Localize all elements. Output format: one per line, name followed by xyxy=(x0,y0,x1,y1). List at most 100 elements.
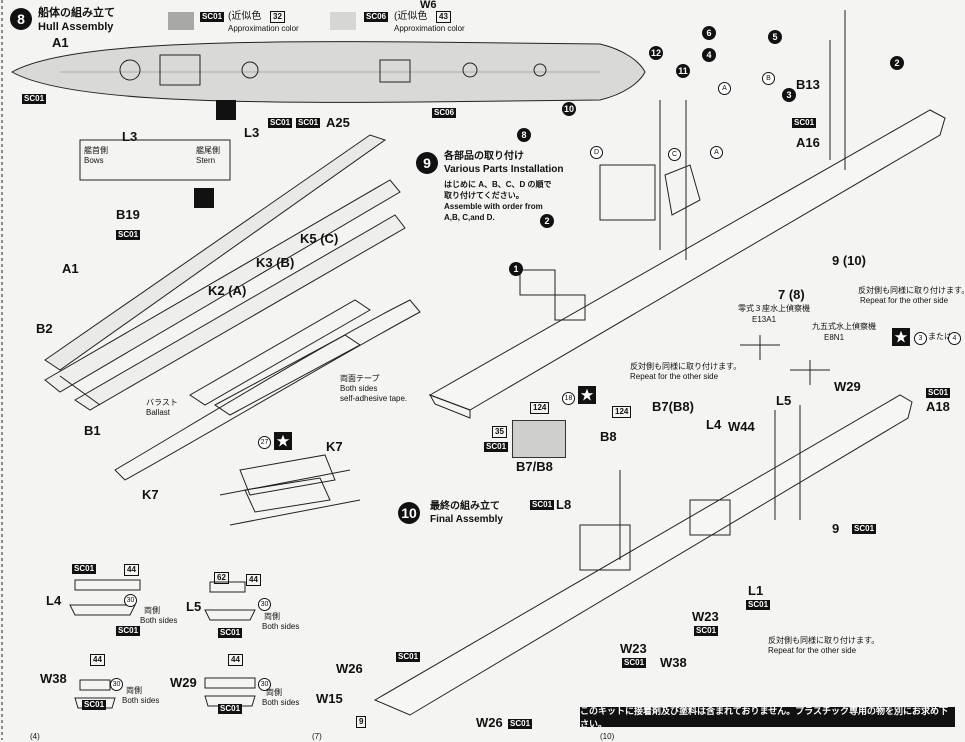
sc06-swatch xyxy=(330,12,356,30)
part-w44: W44 xyxy=(728,419,755,434)
sc01-b13: SC01 xyxy=(792,118,817,128)
sc01-swatch xyxy=(168,12,194,30)
e13a1-code: E13A1 xyxy=(752,315,777,324)
part-k7-tape: K7 xyxy=(326,439,343,454)
star-icon-b7 xyxy=(578,386,596,404)
sc01-n9: SC01 xyxy=(852,524,877,534)
part-w23a: W23 xyxy=(692,609,719,624)
boat-l4-both-jp: 両側 xyxy=(144,606,160,615)
repeat3-en: Repeat for the other side xyxy=(768,646,857,655)
boat-w29-sc-bottom: SC01 xyxy=(218,704,243,714)
option-or: または xyxy=(928,332,952,341)
sc01-b19: SC01 xyxy=(116,230,141,240)
boat-w38-30: 30 xyxy=(110,678,123,691)
part-w26a: W26 xyxy=(336,661,363,676)
step-9-inst-en-1: Assemble with order from xyxy=(444,202,543,211)
callout-8: 8 xyxy=(517,128,531,142)
sc01-w26b: SC01 xyxy=(508,719,533,729)
part-a18: A18 xyxy=(926,399,950,414)
boat-l4-30: 30 xyxy=(124,594,137,607)
sc06-num: 43 xyxy=(436,11,451,23)
part-a25: A25 xyxy=(326,115,350,130)
sub-d: D xyxy=(590,146,603,159)
boat-w29-44: 44 xyxy=(228,654,243,666)
boat-l5-sc-bottom: SC01 xyxy=(218,628,243,638)
num-124: 124 xyxy=(530,402,550,414)
sc01-jp: (近似色 xyxy=(228,11,262,22)
step-9-inst-jp-2: 取り付けてください。 xyxy=(444,191,524,200)
tape-en-1: Both sides xyxy=(340,384,378,393)
sc01-code: SC01 xyxy=(200,12,225,22)
sub-b: B xyxy=(762,72,775,85)
callout-4: 4 xyxy=(702,48,716,62)
part-k3: K3 (B) xyxy=(256,255,295,270)
part-l8: L8 xyxy=(556,497,572,512)
boat-w38-both-en: Both sides xyxy=(122,696,160,705)
tape-en-2: self-adhesive tape. xyxy=(340,394,408,403)
part-l5: L5 xyxy=(776,393,792,408)
boat-w29-both-en: Both sides xyxy=(262,698,300,707)
part-b1: B1 xyxy=(84,423,101,438)
part-w26b: W26 xyxy=(476,715,503,730)
sc01-w23b: SC01 xyxy=(622,658,647,668)
w6-label: W6 xyxy=(420,0,437,11)
callout-2: 2 xyxy=(540,214,554,228)
l3-bows-jp: 艦首側 xyxy=(84,146,108,155)
boat-l4-sc-top: SC01 xyxy=(72,564,97,574)
boat-l4: L4 xyxy=(46,593,62,608)
e13a1-jp: 零式３座水上偵察機 xyxy=(738,304,810,313)
l3-bows-en: Bows xyxy=(84,156,104,165)
boat-l5-both-en: Both sides xyxy=(262,622,300,631)
sc01-l3: SC01 xyxy=(268,118,293,128)
e8n1-code: E8N1 xyxy=(824,333,845,342)
boat-w29-30: 30 xyxy=(258,678,271,691)
sc01-a1-top: SC01 xyxy=(22,94,47,104)
repeat-en: Repeat for the other side xyxy=(860,296,949,305)
callout-1: 1 xyxy=(509,262,523,276)
tape-jp: 両面テープ xyxy=(340,374,380,383)
notice-banner: このキットに接着剤及び塗料は含まれておりません。プラスチック専用の物を別にお求め… xyxy=(580,706,955,729)
boat-l4-sc-bottom: SC01 xyxy=(116,626,141,636)
part-n9: 9 xyxy=(832,521,840,536)
sc06-code: SC06 xyxy=(364,12,389,22)
sc01-a25: SC01 xyxy=(296,118,321,128)
step-10-title-en: Final Assembly xyxy=(430,514,503,525)
part-w23b: W23 xyxy=(620,641,647,656)
boat-w38-sc-bottom: SC01 xyxy=(82,700,107,710)
part-b7-b8: B7(B8) xyxy=(652,399,694,414)
option-3: 3 xyxy=(914,332,927,345)
boat-l4-44: 44 xyxy=(124,564,139,576)
num-124a: 124 xyxy=(612,406,632,418)
step-9-title-en: Various Parts Installation xyxy=(444,164,564,175)
page-mark-1: (4) xyxy=(30,732,40,741)
sc01-en: Approximation color xyxy=(228,24,299,33)
sc01-l1: SC01 xyxy=(746,600,771,610)
part-w15: W15 xyxy=(316,691,343,706)
ballast-jp: バラスト xyxy=(146,398,178,407)
l3-stern-en: Stern xyxy=(196,156,216,165)
part-l3: L3 xyxy=(244,125,260,140)
star-icon-27 xyxy=(274,432,292,450)
part-a1: A1 xyxy=(62,261,79,276)
part-b8: B8 xyxy=(600,429,617,444)
callout-10: 10 xyxy=(562,102,576,116)
callout-3: 3 xyxy=(782,88,796,102)
part-b2: B2 xyxy=(36,321,53,336)
e8n1-jp: 九五式水上偵察機 xyxy=(812,322,876,331)
boat-l5-both-jp: 両側 xyxy=(264,612,280,621)
repeat-jp: 反対側も同様に取り付けます。 xyxy=(858,286,965,295)
sub-a: A xyxy=(710,146,723,159)
cement-icon-2 xyxy=(194,188,214,208)
cement-icon-1 xyxy=(216,100,236,120)
l3-stern-jp: 艦尾側 xyxy=(196,146,220,155)
repeat2-jp: 反対側も同様に取り付けます。 xyxy=(630,362,742,371)
repeat2-en: Repeat for the other side xyxy=(630,372,719,381)
boat-w38: W38 xyxy=(40,671,67,686)
sc01-l8: SC01 xyxy=(530,500,555,510)
part-k5: K5 (C) xyxy=(300,231,339,246)
boat-l5-30: 30 xyxy=(258,598,271,611)
boat-l5-62: 62 xyxy=(214,572,229,584)
boat-w29: W29 xyxy=(170,675,197,690)
sc06-deck: SC06 xyxy=(432,108,457,118)
callout-2b: 2 xyxy=(890,56,904,70)
